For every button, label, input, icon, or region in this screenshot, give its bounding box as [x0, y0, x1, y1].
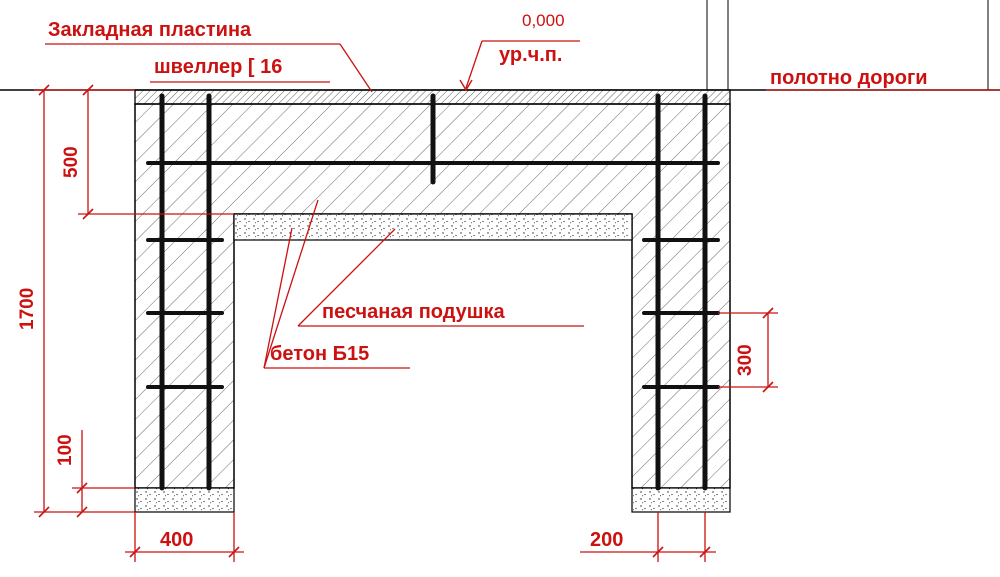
leader-embedded-plate [339, 43, 373, 93]
dim-1700-text: 1700 [17, 287, 38, 330]
right-base-layer [631, 487, 731, 513]
road-surface-label: полотно дороги [770, 67, 928, 89]
level-arrow-head [459, 79, 473, 92]
leader-sand [297, 228, 396, 327]
embedded-plate-label: Закладная пластина [48, 19, 252, 41]
leader-level-arrow [465, 40, 483, 89]
channel-label: швеллер [ 16 [154, 56, 283, 78]
dimension-ticks [38, 84, 774, 558]
left-base-layer [134, 487, 235, 513]
leader-concrete [263, 199, 319, 369]
dim-300-text: 300 [735, 344, 756, 376]
dim-500-text: 500 [61, 146, 82, 178]
dim-100-text: 100 [55, 434, 76, 466]
dim-400-text: 400 [160, 529, 194, 551]
sand-cushion-label: песчаная подушка [322, 301, 505, 323]
concrete-label: бетон Б15 [270, 343, 370, 365]
level-name-label: ур.ч.п. [499, 44, 563, 66]
rebar-horizontals [146, 161, 720, 389]
leader-concrete-2 [263, 227, 293, 369]
sand-cushion-layer [233, 213, 633, 241]
level-value-label: 0,000 [522, 11, 565, 30]
annotation-lines [34, 40, 1000, 562]
dim-200-text: 200 [590, 529, 624, 551]
